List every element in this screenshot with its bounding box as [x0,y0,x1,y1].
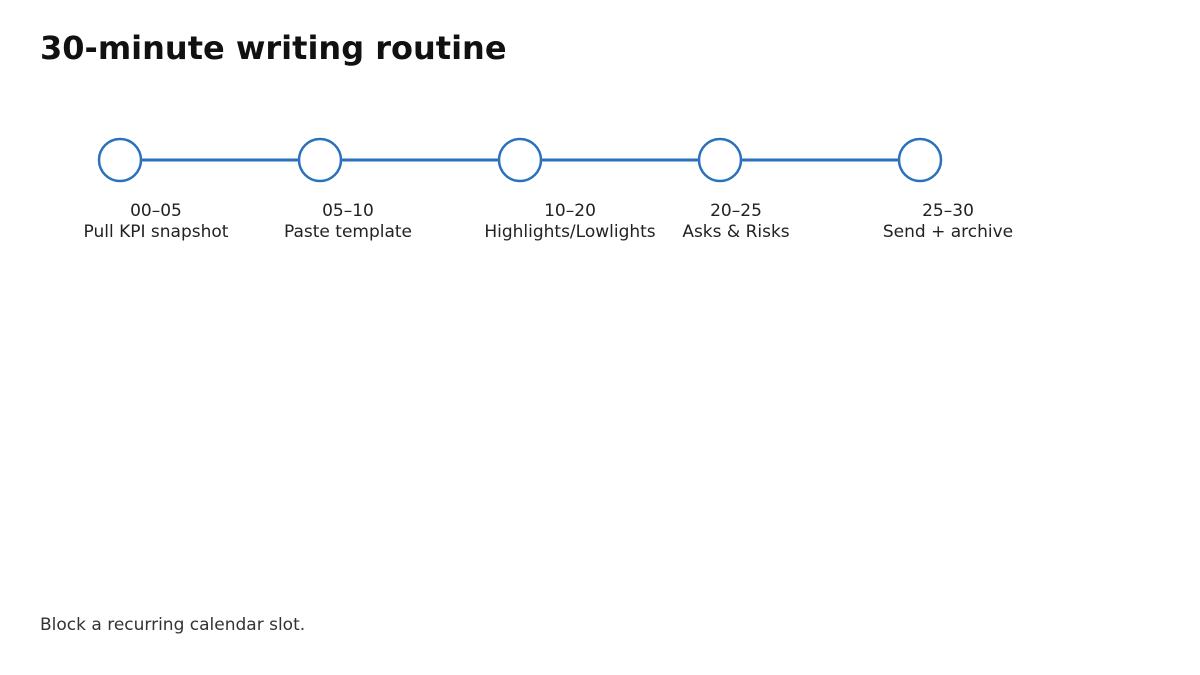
step-label: Paste template [283,222,413,242]
step-label: Send + archive [882,222,1014,242]
step-time: 25–30 [922,201,974,221]
timeline-step-1: 00–05 Pull KPI snapshot [84,201,229,243]
timeline-node-2 [297,137,343,183]
step-time: 05–10 [322,201,374,221]
timeline-node-4 [697,137,743,183]
timeline-step-2: 05–10 Paste template [284,201,412,243]
step-time: 10–20 [544,201,596,221]
step-label: Asks & Risks [682,222,790,242]
step-time: 20–25 [710,201,762,221]
footer-note: Block a recurring calendar slot. [40,615,306,635]
timeline-step-3: 10–20 Highlights/Lowlights [484,201,655,243]
page-title: 30-minute writing routine [40,29,507,67]
timeline-node-3 [497,137,543,183]
timeline-step-5: 25–30 Send + archive [883,201,1013,243]
timeline-step-4: 20–25 Asks & Risks [682,201,789,243]
timeline [97,137,943,183]
timeline-node-1 [97,137,143,183]
step-label: Highlights/Lowlights [484,222,656,242]
step-time: 00–05 [130,201,182,221]
step-label: Pull KPI snapshot [83,222,229,242]
timeline-node-5 [897,137,943,183]
